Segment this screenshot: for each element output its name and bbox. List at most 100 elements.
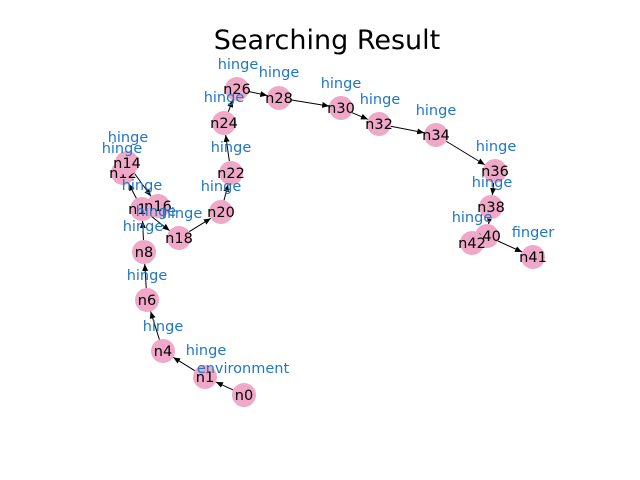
edge-n10-n18 <box>151 216 170 231</box>
edge-label-n34-n36: hinge <box>416 103 457 119</box>
node-circle-n16 <box>146 194 170 218</box>
node-circle-n41 <box>521 245 545 269</box>
node-n28: n28 <box>265 86 293 110</box>
node-n32: n32 <box>365 112 393 136</box>
node-circle-n6 <box>135 288 159 312</box>
node-label-n26: n26 <box>223 82 251 98</box>
node-circle-n28 <box>267 86 291 110</box>
node-label-n22: n22 <box>217 166 245 182</box>
node-circle-n42 <box>460 231 484 255</box>
node-circle-n36 <box>483 159 507 183</box>
node-n16: n16 <box>144 194 172 218</box>
node-n41: n41 <box>519 245 547 269</box>
edge-label-n38-n40: hinge <box>472 175 513 191</box>
edge-label-n32-n34: hinge <box>360 92 401 108</box>
edge-n34-n36 <box>445 140 486 166</box>
edge-n10-n12 <box>128 183 137 199</box>
edge-n14-n16 <box>133 172 152 197</box>
node-circle-n8 <box>132 240 156 264</box>
edge-n20-n22 <box>223 184 230 201</box>
node-label-n14: n14 <box>113 156 141 172</box>
node-n0: n0 <box>232 383 256 407</box>
nodes-layer: n0n1n4n6n8n10n12n14n16n18n20n22n24n26n28… <box>109 77 547 407</box>
edge-n32-n34 <box>390 125 425 135</box>
node-n36: n36 <box>481 159 509 183</box>
node-label-n28: n28 <box>265 91 293 107</box>
node-n38: n38 <box>477 195 505 219</box>
node-circle-n24 <box>212 111 236 135</box>
edge-label-n26-n28: hinge <box>218 57 259 73</box>
node-label-n24: n24 <box>210 116 238 132</box>
edge-label-n40-n42: hinge <box>452 210 493 226</box>
node-circle-n20 <box>209 200 233 224</box>
node-circle-n34 <box>424 123 448 147</box>
edge-label-n12-n14: hinge <box>108 130 149 146</box>
node-circle-n14 <box>115 151 139 175</box>
edge-n0-n1 <box>215 381 234 391</box>
edge-label-n40-n41: finger <box>512 225 554 241</box>
node-circle-n38 <box>479 195 503 219</box>
node-label-n0: n0 <box>235 388 253 404</box>
edge-n24-n26 <box>227 100 234 112</box>
node-label-n32: n32 <box>365 117 393 133</box>
edge-labels-layer: environmenthingehingehingehingehingehing… <box>102 57 555 377</box>
node-label-n6: n6 <box>138 293 156 309</box>
edge-label-n18-n20: hinge <box>162 206 203 222</box>
edge-n40-n41 <box>497 240 523 253</box>
edge-label-n28-n30: hinge <box>259 65 300 81</box>
node-n4: n4 <box>151 339 175 363</box>
node-circle-n18 <box>167 226 191 250</box>
node-label-n38: n38 <box>477 200 505 216</box>
node-n14: n14 <box>113 151 141 175</box>
node-label-n30: n30 <box>327 101 355 117</box>
edge-n22-n24 <box>223 134 230 162</box>
edge-n6-n8 <box>142 263 149 289</box>
node-label-n34: n34 <box>422 128 450 144</box>
node-circle-n4 <box>151 339 175 363</box>
node-n30: n30 <box>327 96 355 120</box>
edge-label-n6-n8: hinge <box>127 268 168 284</box>
edge-n8-n10 <box>139 220 146 241</box>
edge-n30-n32 <box>351 112 369 120</box>
edge-n4-n6 <box>149 311 160 340</box>
edge-label-n30-n32: hinge <box>321 76 362 92</box>
node-label-n20: n20 <box>207 205 235 221</box>
node-circle-n32 <box>367 112 391 136</box>
node-label-n4: n4 <box>154 344 172 360</box>
edge-n36-n38 <box>490 182 497 196</box>
node-label-n36: n36 <box>481 164 509 180</box>
node-n34: n34 <box>422 123 450 147</box>
edge-n18-n20 <box>188 217 212 233</box>
edge-label-n10-n12: hinge <box>102 141 143 157</box>
edge-label-n22-n24: hinge <box>211 140 252 156</box>
node-label-n8: n8 <box>135 245 153 261</box>
node-n24: n24 <box>210 111 238 135</box>
edge-label-n20-n22: hinge <box>201 179 242 195</box>
edge-label-n24-n26: hinge <box>204 90 245 106</box>
edge-n26-n28 <box>248 91 268 97</box>
node-label-n16: n16 <box>144 199 172 215</box>
edge-label-n0-n1: environment <box>197 361 290 377</box>
edge-label-n14-n16: hinge <box>122 178 163 194</box>
edge-label-n36-n38: hinge <box>476 139 517 155</box>
node-label-n18: n18 <box>165 231 193 247</box>
node-n22: n22 <box>217 161 245 185</box>
chart-title: Searching Result <box>214 25 441 56</box>
edges-layer <box>122 91 523 391</box>
node-label-n42: n42 <box>458 236 486 252</box>
node-label-n1: n1 <box>196 370 214 386</box>
edge-label-n10-n18: hinge <box>136 204 177 220</box>
node-circle-n1 <box>193 365 217 389</box>
node-n42: n42 <box>458 231 486 255</box>
node-n6: n6 <box>135 288 159 312</box>
node-circle-n0 <box>232 383 256 407</box>
node-n8: n8 <box>132 240 156 264</box>
node-circle-n22 <box>219 161 243 185</box>
edge-label-n1-n4: hinge <box>186 343 227 359</box>
node-n20: n20 <box>207 200 235 224</box>
node-n1: n1 <box>193 365 217 389</box>
node-label-n41: n41 <box>519 250 547 266</box>
edge-n38-n40 <box>486 216 493 225</box>
node-circle-n30 <box>329 96 353 120</box>
